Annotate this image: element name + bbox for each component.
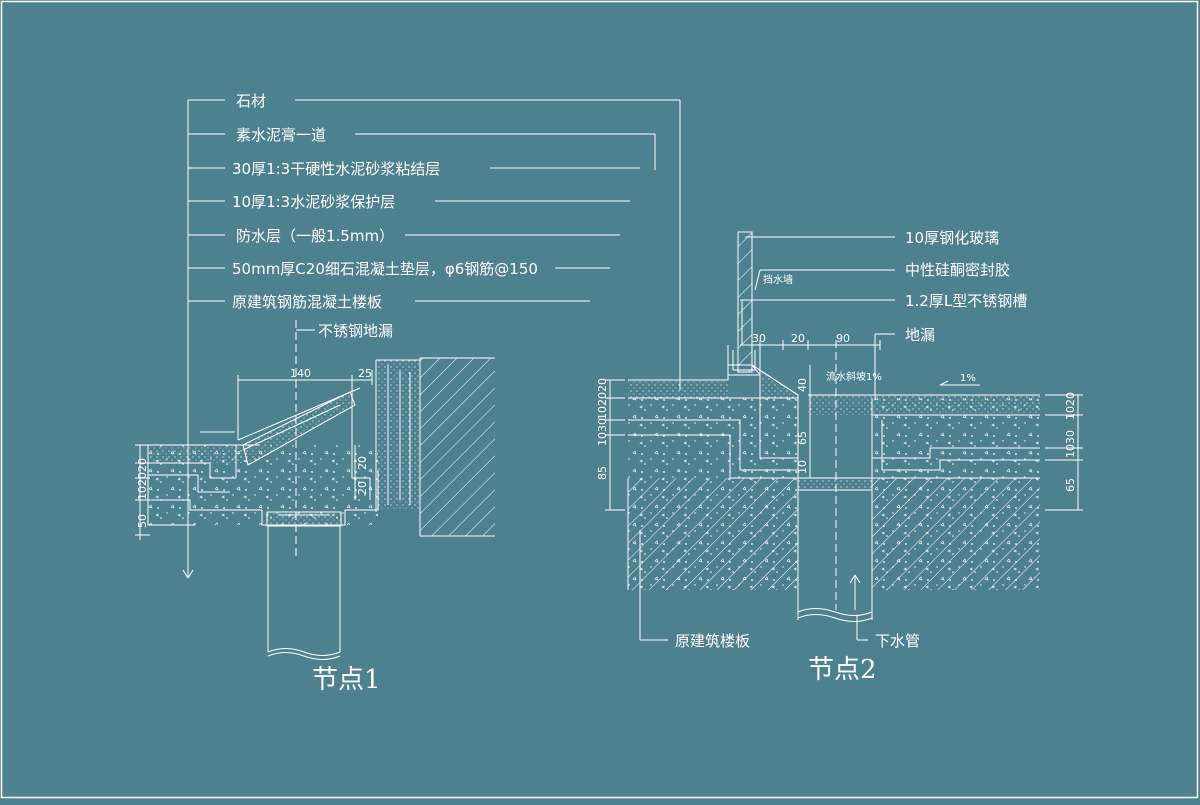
node2-label-glass: 10厚钢化玻璃 — [905, 229, 999, 247]
node2-wall-label: 挡水墙 — [763, 273, 793, 286]
node1-dim-left-stack: 102020 — [136, 458, 149, 500]
node2-dim-right-mid: 1030 — [1064, 430, 1077, 458]
node1-dim-top-right: 25 — [358, 367, 372, 380]
node2-dim-mid-c: 10 — [796, 460, 809, 474]
node1-dim-right-a: 20 — [356, 456, 369, 470]
node1-diagram — [135, 99, 681, 660]
node1-dim-right-b: 20 — [356, 481, 369, 495]
node2-dim-left-mid: 1030 — [596, 418, 609, 446]
node1-title: 节点1 — [312, 665, 381, 695]
node2-dim-right-top: 1020 — [1064, 392, 1077, 420]
node2-dim-top-20: 20 — [791, 332, 805, 345]
node1-dim-top-width: 140 — [290, 367, 311, 380]
node2-title: 节点2 — [808, 655, 877, 685]
node1-texts: 石材 素水泥膏一道 30厚1:3干硬性水泥砂浆粘结层 10厚1:3水泥砂浆保护层… — [136, 92, 538, 695]
node2-slope-label: 流水斜坡1% — [826, 370, 882, 383]
node1-layer-cement-paste: 素水泥膏一道 — [236, 126, 326, 144]
node1-dim-left-bottom: 50 — [136, 514, 149, 528]
node1-layer-waterproof: 防水层（一般1.5mm） — [236, 227, 394, 245]
node2-dim-mid-b: 65 — [796, 431, 809, 445]
node2-dim-left-bottom: 85 — [596, 466, 609, 480]
node2-dim-mid-a: 40 — [796, 378, 809, 392]
node1-layer-slab: 原建筑钢筋混凝土楼板 — [232, 293, 382, 311]
node2-texts: 10厚钢化玻璃 中性硅酮密封胶 1.2厚L型不锈钢槽 地漏 挡水墙 流水斜坡1%… — [596, 229, 1077, 685]
node2-label-sealant: 中性硅酮密封胶 — [905, 261, 1010, 279]
node2-pipe-label: 下水管 — [875, 632, 920, 650]
node2-dim-right-bottom: 65 — [1064, 478, 1077, 492]
node2-slope-small: 1% — [960, 373, 976, 384]
node2-dim-top-90: 90 — [836, 332, 850, 345]
node2-dim-top-30: 30 — [752, 332, 766, 345]
node2-label-channel: 1.2厚L型不锈钢槽 — [905, 292, 1027, 310]
node2-dim-left-top: 102020 — [596, 378, 609, 420]
node1-layer-stone: 石材 — [236, 92, 266, 110]
node2-diagram — [605, 231, 1083, 641]
node1-drain-label: 不锈钢地漏 — [318, 322, 393, 340]
node2-slab-label: 原建筑楼板 — [675, 632, 750, 650]
node2-drain-label: 地漏 — [905, 326, 935, 344]
node1-layer-bonding: 30厚1:3干硬性水泥砂浆粘结层 — [232, 160, 440, 178]
node1-layer-protection: 10厚1:3水泥砂浆保护层 — [232, 193, 395, 211]
node1-layer-cushion: 50mm厚C20细石混凝土垫层，φ6钢筋@150 — [232, 260, 538, 278]
